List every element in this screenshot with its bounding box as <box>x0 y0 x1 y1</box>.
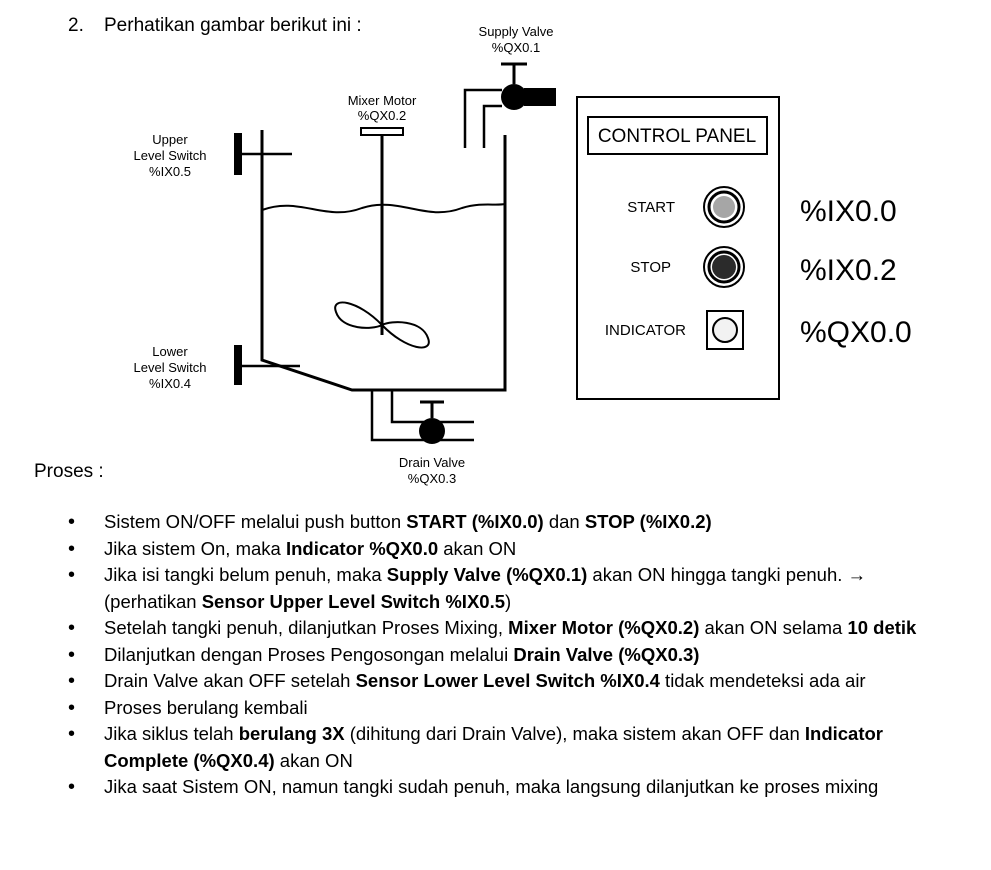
lower-switch-address: %IX0.4 <box>149 376 191 391</box>
process-step: Jika siklus telah berulang 3X (dihitung … <box>62 721 942 774</box>
step-text: Proses berulang kembali <box>104 696 308 718</box>
stop-button[interactable] <box>703 246 745 288</box>
start-button[interactable] <box>703 186 745 228</box>
step-text: Sistem ON/OFF melalui push button <box>104 511 407 532</box>
question-title: Perhatikan gambar berikut ini : <box>104 15 362 36</box>
process-step: Setelah tangki penuh, dilanjutkan Proses… <box>62 615 942 642</box>
stop-address: %IX0.2 <box>800 254 897 287</box>
step-text: Jika sistem On, maka <box>104 537 286 559</box>
process-step: Dilanjutkan dengan Proses Pengosongan me… <box>62 642 942 669</box>
water-surface <box>261 203 506 214</box>
step-text: Jika siklus telah <box>104 723 239 744</box>
step-text: akan ON <box>274 749 353 771</box>
step-bold-text: 10 detik <box>847 617 917 638</box>
upper-switch-address: %IX0.5 <box>149 164 191 179</box>
step-text: akan ON <box>438 537 517 559</box>
process-step: Drain Valve akan OFF setelah Sensor Lowe… <box>62 668 942 695</box>
question-number: 2. <box>68 15 84 36</box>
step-bold-text: STOP (%IX0.2) <box>584 511 712 532</box>
mixer-motor <box>334 127 430 349</box>
step-text: tidak mendeteksi ada air <box>659 670 866 691</box>
supply-valve-address: %QX0.1 <box>492 40 540 55</box>
step-text: akan ON hingga tangki penuh. → (perhatik… <box>104 564 867 612</box>
step-text: ) <box>505 590 512 612</box>
supply-valve-label: Supply Valve <box>479 24 554 39</box>
process-step: Jika isi tangki belum penuh, maka Supply… <box>62 562 942 615</box>
process-step: Proses berulang kembali <box>62 695 942 722</box>
step-bold-text: Indicator %QX0.0 <box>285 537 439 559</box>
tank-outline <box>260 130 507 392</box>
lower-switch-label-2: Level Switch <box>134 360 207 375</box>
upper-switch-label-1: Upper <box>152 132 188 147</box>
step-bold-text: Indicator Complete (%QX0.4) <box>104 723 884 771</box>
control-panel <box>576 96 780 400</box>
mixer-motor-label: Mixer Motor <box>348 93 417 108</box>
tank-diagram: Upper Level Switch %IX0.5 Lower Level Sw… <box>134 24 912 486</box>
start-address: %IX0.0 <box>800 195 897 228</box>
control-panel-title: CONTROL PANEL <box>598 126 756 147</box>
process-step: Jika saat Sistem ON, namun tangki sudah … <box>62 774 942 801</box>
process-step: Jika sistem On, maka Indicator %QX0.0 ak… <box>62 536 942 563</box>
lower-switch-label-1: Lower <box>152 344 188 359</box>
process-steps-list: Sistem ON/OFF melalui push button START … <box>62 509 942 801</box>
step-bold-text: START (%IX0.0) <box>406 511 544 532</box>
step-bold-text: Mixer Motor (%QX0.2) <box>508 617 700 638</box>
indicator-address: %QX0.0 <box>800 316 912 349</box>
step-bold-text: Sensor Lower Level Switch %IX0.4 <box>355 670 660 691</box>
lower-level-switch <box>234 345 300 385</box>
step-text: (dihitung dari Drain Valve), maka sistem… <box>344 723 805 744</box>
step-text: dan <box>543 511 585 532</box>
step-bold-text: Drain Valve (%QX0.3) <box>513 643 700 665</box>
proses-label: Proses : <box>34 461 104 482</box>
indicator-lamp <box>706 310 744 350</box>
supply-valve <box>463 62 556 148</box>
step-text: Jika saat Sistem ON, namun tangki sudah … <box>104 776 879 797</box>
step-text: Jika isi tangki belum penuh, maka <box>104 564 387 585</box>
mixer-motor-address: %QX0.2 <box>358 108 406 123</box>
step-text: Dilanjutkan dengan Proses Pengosongan me… <box>104 643 514 665</box>
upper-switch-label-2: Level Switch <box>134 148 207 163</box>
step-text: akan ON selama <box>699 617 848 638</box>
start-label: START <box>627 199 675 216</box>
drain-valve-address: %QX0.3 <box>408 471 456 486</box>
drain-valve <box>370 390 474 444</box>
drain-valve-label: Drain Valve <box>399 455 465 470</box>
step-bold-text: berulang 3X <box>238 723 345 744</box>
process-step: Sistem ON/OFF melalui push button START … <box>62 509 942 536</box>
step-text: Setelah tangki penuh, dilanjutkan Proses… <box>104 617 509 638</box>
upper-level-switch <box>234 133 292 175</box>
step-text: Drain Valve akan OFF setelah <box>104 670 356 691</box>
step-bold-text: Supply Valve (%QX0.1) <box>386 564 588 585</box>
indicator-label: INDICATOR <box>605 322 686 339</box>
stop-label: STOP <box>630 259 671 276</box>
step-bold-text: Sensor Upper Level Switch %IX0.5 <box>201 590 506 612</box>
